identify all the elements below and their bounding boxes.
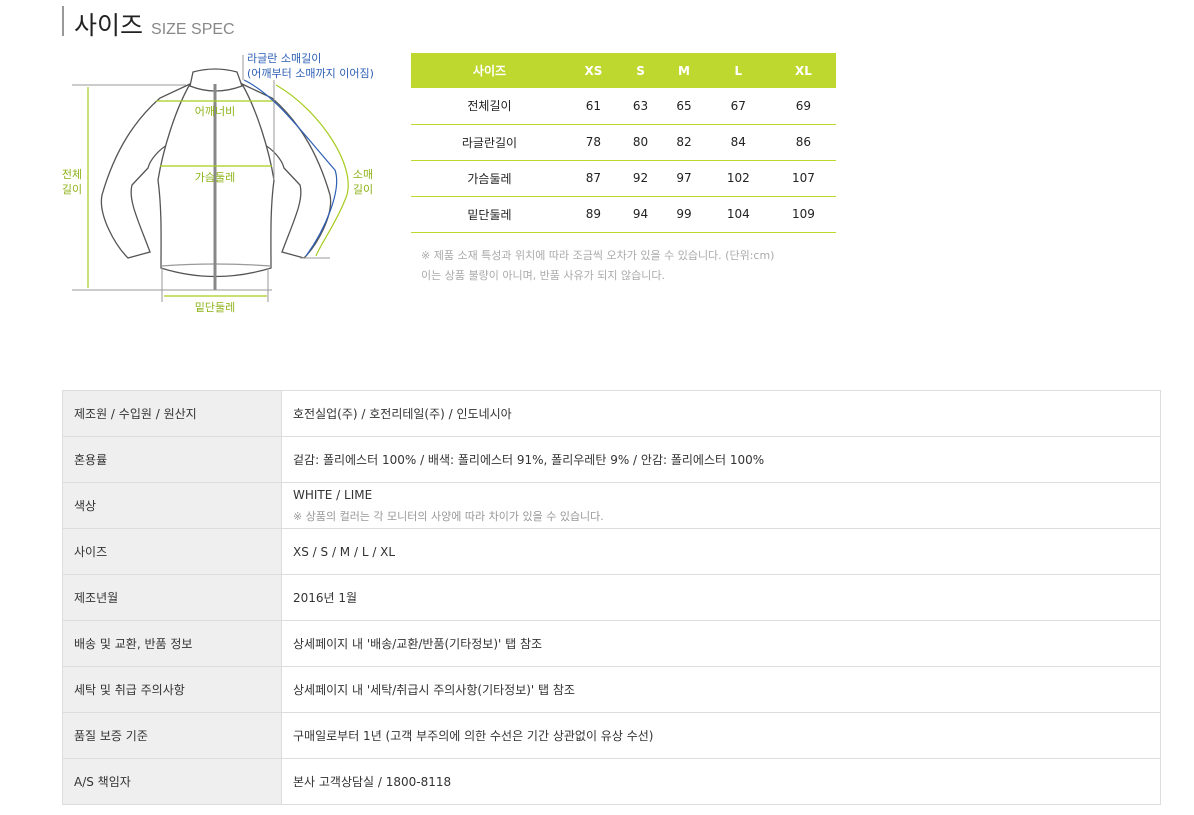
size-value-cell: 107: [770, 160, 836, 197]
size-row-label: 라글란길이: [411, 124, 568, 161]
jacket-diagram: [72, 55, 349, 302]
size-value-cell: 61: [567, 88, 619, 125]
jacket-collar: [189, 68, 243, 92]
size-value-cell: 67: [705, 88, 771, 125]
size-table-header: 사이즈 XS S M L XL: [411, 53, 836, 88]
size-value-cell: 92: [618, 160, 663, 197]
sleeve-length-label: 소매 길이: [351, 167, 375, 197]
size-note-line1: ※ 제품 소재 특성과 위치에 따라 조금씩 오차가 있을 수 있습니다. (단…: [421, 249, 775, 262]
info-value: 겉감: 폴리에스터 100% / 배색: 폴리에스터 91%, 폴리우레탄 9%…: [293, 453, 765, 467]
info-value: WHITE / LIME: [293, 487, 373, 502]
size-value-cell: 82: [662, 124, 706, 161]
info-row: 배송 및 교환, 반품 정보 상세페이지 내 '배송/교환/반품(기타정보)' 탭…: [62, 620, 1161, 667]
info-key: 배송 및 교환, 반품 정보: [62, 620, 282, 667]
left-sleeve: [100, 82, 191, 259]
info-value-cell: 호전실업(주) / 호전리테일(주) / 인도네시아: [281, 390, 1161, 437]
info-row: 제조년월 2016년 1월: [62, 574, 1161, 621]
size-value-cell: 104: [705, 196, 771, 233]
info-value: 본사 고객상담실 / 1800-8118: [293, 775, 452, 789]
info-key: 품질 보증 기준: [62, 712, 282, 759]
sleeve-length-line2: 길이: [352, 183, 374, 196]
chest-label: 가슴둘레: [194, 171, 236, 184]
size-value-cell: 102: [705, 160, 771, 197]
info-key: 색상: [62, 482, 282, 529]
info-value-cell: 본사 고객상담실 / 1800-8118: [281, 758, 1161, 805]
title-korean: 사이즈: [74, 11, 144, 40]
info-value-cell: 겉감: 폴리에스터 100% / 배색: 폴리에스터 91%, 폴리우레탄 9%…: [281, 436, 1161, 483]
info-key: 혼용률: [62, 436, 282, 483]
sleeve-length-line1: 소매: [352, 168, 374, 181]
size-row-label: 전체길이: [411, 88, 568, 125]
hem-label: 밑단둘레: [194, 301, 236, 314]
size-value-cell: 97: [662, 160, 706, 197]
info-key: A/S 책임자: [62, 758, 282, 805]
info-value-note: ※ 상품의 컬러는 각 모니터의 사양에 따라 차이가 있을 수 있습니다.: [293, 509, 604, 523]
info-value: 상세페이지 내 '배송/교환/반품(기타정보)' 탭 참조: [293, 637, 543, 651]
info-key: 세탁 및 취급 주의사항: [62, 666, 282, 713]
shoulder-width-label: 어깨너비: [194, 105, 236, 118]
total-length-label: 전체 길이: [60, 167, 84, 197]
header-s: S: [618, 53, 663, 88]
raglan-sleeve-label: 라글란 소매길이 (어깨부터 소매까지 이어짐): [247, 51, 374, 81]
size-value-cell: 89: [567, 196, 619, 233]
info-value-cell: XS / S / M / L / XL: [281, 528, 1161, 575]
info-value: 구매일로부터 1년 (고객 부주의에 의한 수선은 기간 상관없이 유상 수선): [293, 729, 654, 743]
raglan-label-line2: (어깨부터 소매까지 이어짐): [247, 67, 374, 80]
info-row: 혼용률 겉감: 폴리에스터 100% / 배색: 폴리에스터 91%, 폴리우레탄…: [62, 436, 1161, 483]
page-title: 사이즈 SIZE SPEC: [62, 6, 235, 40]
total-length-line2: 길이: [61, 183, 83, 196]
info-key: 제조원 / 수입원 / 원산지: [62, 390, 282, 437]
size-value-cell: 84: [705, 124, 771, 161]
header-m: M: [662, 53, 706, 88]
size-row-label: 가슴둘레: [411, 160, 568, 197]
info-value: 상세페이지 내 '세탁/취급시 주의사항(기타정보)' 탭 참조: [293, 683, 575, 697]
size-value-cell: 80: [618, 124, 663, 161]
size-value-cell: 69: [770, 88, 836, 125]
info-row: 제조원 / 수입원 / 원산지 호전실업(주) / 호전리테일(주) / 인도네시…: [62, 390, 1161, 437]
info-key: 사이즈: [62, 528, 282, 575]
header-xl: XL: [770, 53, 836, 88]
info-value: 호전실업(주) / 호전리테일(주) / 인도네시아: [293, 407, 512, 421]
size-value-cell: 78: [567, 124, 619, 161]
header-xs: XS: [567, 53, 619, 88]
header-size: 사이즈: [411, 53, 568, 88]
size-value-cell: 63: [618, 88, 663, 125]
total-length-line1: 전체: [61, 168, 83, 181]
product-info-table: 제조원 / 수입원 / 원산지 호전실업(주) / 호전리테일(주) / 인도네시…: [62, 390, 1161, 805]
header-l: L: [705, 53, 771, 88]
info-value-cell: 구매일로부터 1년 (고객 부주의에 의한 수선은 기간 상관없이 유상 수선): [281, 712, 1161, 759]
info-row: 색상 WHITE / LIME ※ 상품의 컬러는 각 모니터의 사양에 따라 차이…: [62, 482, 1161, 529]
size-note: ※ 제품 소재 특성과 위치에 따라 조금씩 오차가 있을 수 있습니다. (단…: [421, 246, 774, 286]
size-value-cell: 65: [662, 88, 706, 125]
size-row-label: 밑단둘레: [411, 196, 568, 233]
info-value-cell: 상세페이지 내 '세탁/취급시 주의사항(기타정보)' 탭 참조: [281, 666, 1161, 713]
raglan-label-line1: 라글란 소매길이: [247, 52, 322, 65]
info-value-cell: 2016년 1월: [281, 574, 1161, 621]
info-row: 세탁 및 취급 주의사항 상세페이지 내 '세탁/취급시 주의사항(기타정보)' …: [62, 666, 1161, 713]
size-value-cell: 99: [662, 196, 706, 233]
size-value-cell: 87: [567, 160, 619, 197]
size-value-cell: 94: [618, 196, 663, 233]
info-value-cell: 상세페이지 내 '배송/교환/반품(기타정보)' 탭 참조: [281, 620, 1161, 667]
size-value-cell: 109: [770, 196, 836, 233]
info-row: 품질 보증 기준 구매일로부터 1년 (고객 부주의에 의한 수선은 기간 상관없…: [62, 712, 1161, 759]
title-english: SIZE SPEC: [151, 21, 235, 38]
info-row: 사이즈 XS / S / M / L / XL: [62, 528, 1161, 575]
info-row: A/S 책임자 본사 고객상담실 / 1800-8118: [62, 758, 1161, 805]
info-value: XS / S / M / L / XL: [293, 544, 396, 559]
size-value-cell: 86: [770, 124, 836, 161]
info-value-cell: WHITE / LIME ※ 상품의 컬러는 각 모니터의 사양에 따라 차이가 …: [281, 482, 1161, 529]
info-value: 2016년 1월: [293, 591, 358, 605]
info-key: 제조년월: [62, 574, 282, 621]
size-note-line2: 이는 상품 불량이 아니며, 반품 사유가 되지 않습니다.: [421, 269, 665, 282]
